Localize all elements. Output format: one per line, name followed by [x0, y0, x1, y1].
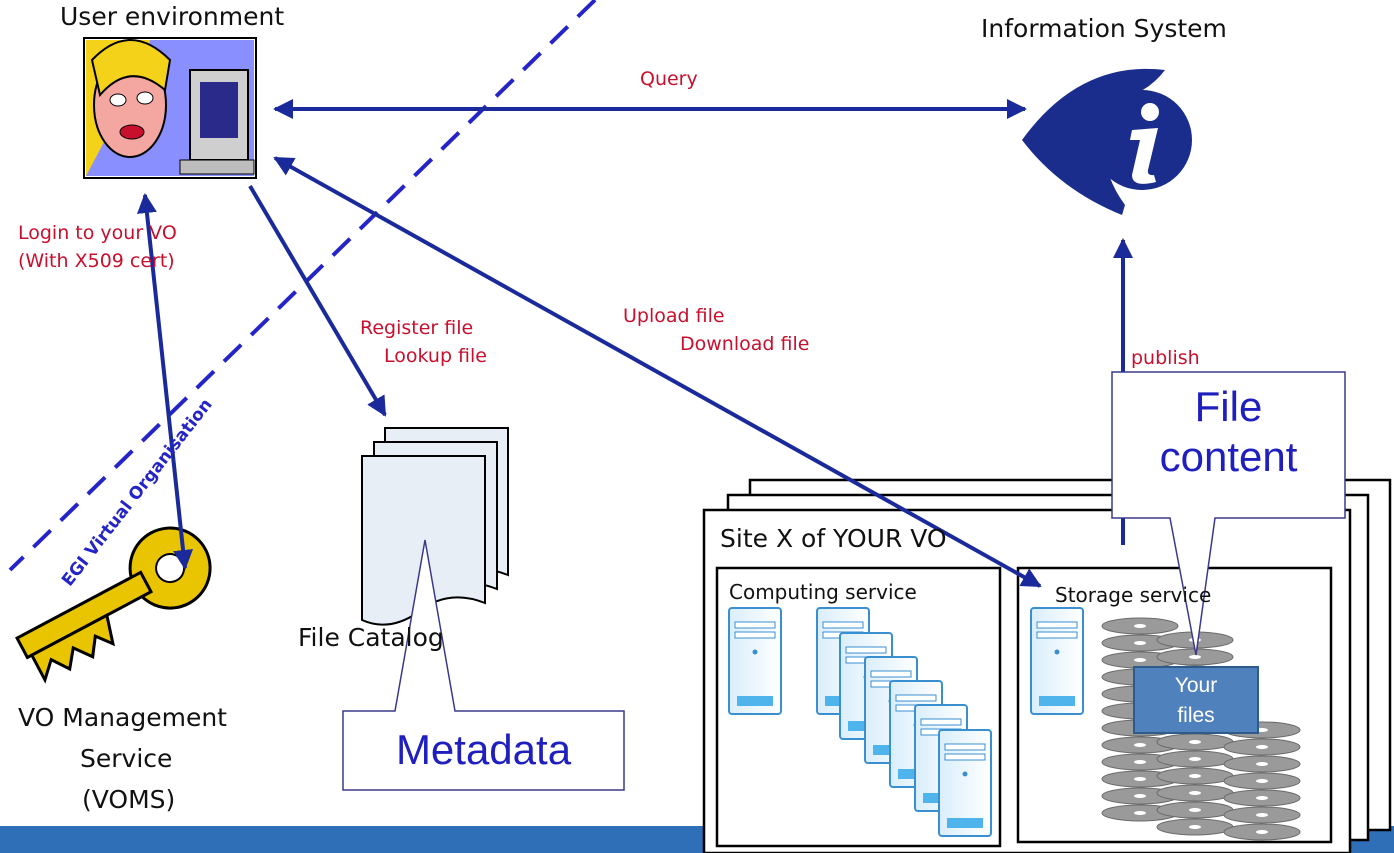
disk — [1223, 755, 1301, 773]
key-icon — [15, 526, 212, 684]
your-files-line2: files — [1177, 704, 1215, 727]
your-files-box: Your files — [1133, 666, 1259, 734]
site-label: Site X of YOUR VO — [720, 524, 947, 553]
download-file-label: Download file — [680, 333, 810, 355]
disk — [1156, 733, 1234, 751]
computing-service-label: Computing service — [729, 580, 917, 604]
file-content-text: File content — [1112, 382, 1345, 482]
user-environment-label: User environment — [60, 2, 285, 31]
server-tower — [938, 729, 992, 837]
edge-register — [248, 184, 387, 417]
server-tower — [728, 607, 782, 715]
disk — [1223, 823, 1301, 841]
storage-service-label: Storage service — [1055, 583, 1212, 607]
voms-label-line1: VO Management — [18, 703, 227, 732]
information-eye-icon — [1022, 68, 1192, 215]
query-label: Query — [640, 68, 698, 90]
disk — [1223, 806, 1301, 824]
edge-login — [136, 193, 194, 570]
disk — [1156, 818, 1234, 836]
disk — [1156, 801, 1234, 819]
file-content-callout — [1111, 371, 1346, 656]
upload-file-label: Upload file — [623, 305, 725, 327]
voms-label-line2: Service — [80, 744, 173, 773]
metadata-callout — [342, 539, 625, 791]
vo-boundary-line — [8, 0, 597, 572]
your-files-line1: Your — [1174, 674, 1218, 697]
file-content-line2: content — [1159, 433, 1298, 480]
disk — [1156, 784, 1234, 802]
server-tower-icon — [728, 607, 1084, 837]
disk — [1156, 767, 1234, 785]
server-tower — [1030, 607, 1084, 715]
edge-upload-download — [273, 156, 1042, 588]
lookup-file-label: Lookup file — [384, 345, 487, 367]
disk — [1223, 772, 1301, 790]
information-system-label: Information System — [981, 14, 1227, 43]
disk — [1101, 617, 1179, 635]
file-catalog-label: File Catalog — [298, 623, 444, 652]
metadata-text: Metadata — [395, 726, 572, 773]
voms-label-line3: (VOMS) — [82, 785, 176, 814]
disk — [1156, 750, 1234, 768]
user-at-computer-icon — [83, 37, 257, 179]
disk — [1223, 738, 1301, 756]
login-label-line1: Login to your VO — [18, 222, 177, 244]
file-content-line1: File — [1194, 383, 1263, 430]
login-label-line2: (With X509 cert) — [18, 250, 175, 272]
register-file-label: Register file — [360, 317, 474, 339]
disk — [1223, 789, 1301, 807]
publish-label: publish — [1131, 347, 1200, 369]
